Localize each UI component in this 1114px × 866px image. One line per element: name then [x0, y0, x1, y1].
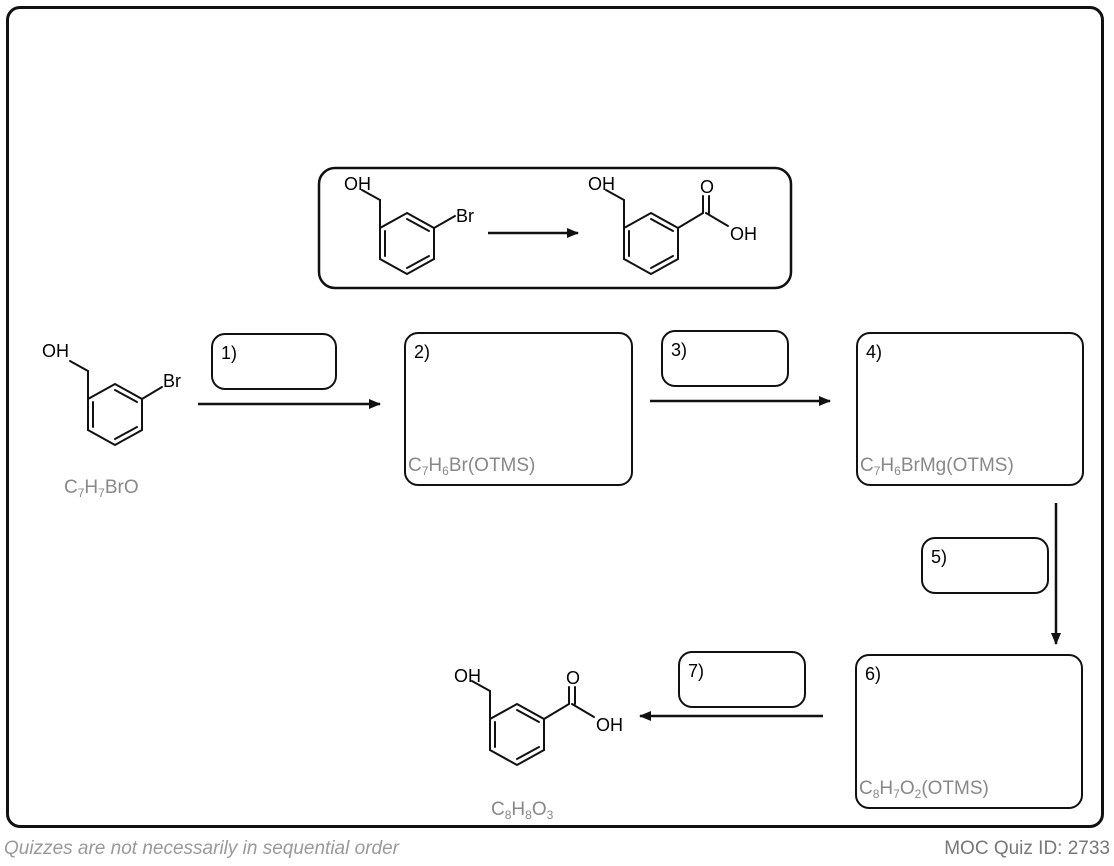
- overview-product-structure: [605, 189, 729, 276]
- overview-product-o-label: O: [700, 177, 714, 197]
- final-formula: C8H8O3: [491, 799, 554, 822]
- overview-start-structure: [361, 189, 456, 276]
- step-4-formula: C7H6BrMg(OTMS): [860, 455, 1014, 478]
- start-oh-label: OH: [42, 341, 69, 361]
- final-product-structure: [471, 680, 595, 767]
- sequential-order-note: Quizzes are not necessarily in sequentia…: [4, 838, 399, 859]
- reagent-box-step-3[interactable]: 3): [661, 330, 789, 387]
- reagent-box-step-7[interactable]: 7): [678, 651, 806, 708]
- step-5-label: 5): [931, 547, 948, 567]
- overview-start-oh-label: OH: [344, 174, 371, 194]
- quiz-frame: [6, 6, 1104, 828]
- step-6-label: 6): [865, 664, 882, 684]
- step-2-label: 2): [414, 342, 431, 362]
- step-2-formula: C7H6Br(OTMS): [408, 455, 536, 478]
- step-3-label: 3): [671, 340, 688, 360]
- intermediate-box-step-6[interactable]: 6) C8H7O2(OTMS): [855, 654, 1083, 809]
- start-formula: C7H7BrO: [64, 477, 139, 500]
- overview-product-oh1-label: OH: [588, 174, 615, 194]
- overview-product-oh2-label: OH: [730, 224, 757, 244]
- start-material-structure: [69, 360, 163, 447]
- intermediate-box-step-4[interactable]: 4) C7H6BrMg(OTMS): [856, 332, 1084, 486]
- reagent-box-step-1[interactable]: 1): [211, 333, 337, 390]
- overview-start-br-label: Br: [456, 206, 474, 226]
- final-o-label: O: [566, 668, 580, 688]
- start-br-label: Br: [163, 371, 181, 391]
- step-7-label: 7): [688, 661, 705, 681]
- step-6-formula: C8H7O2(OTMS): [859, 778, 989, 801]
- step-4-label: 4): [866, 342, 883, 362]
- intermediate-box-step-2[interactable]: 2) C7H6Br(OTMS): [404, 332, 633, 486]
- reagent-box-step-5[interactable]: 5): [921, 537, 1049, 594]
- step-1-label: 1): [221, 343, 238, 363]
- quiz-id: MOC Quiz ID: 2733: [944, 838, 1110, 859]
- final-oh2-label: OH: [596, 715, 623, 735]
- final-oh1-label: OH: [454, 666, 481, 686]
- overview-box: [317, 166, 793, 290]
